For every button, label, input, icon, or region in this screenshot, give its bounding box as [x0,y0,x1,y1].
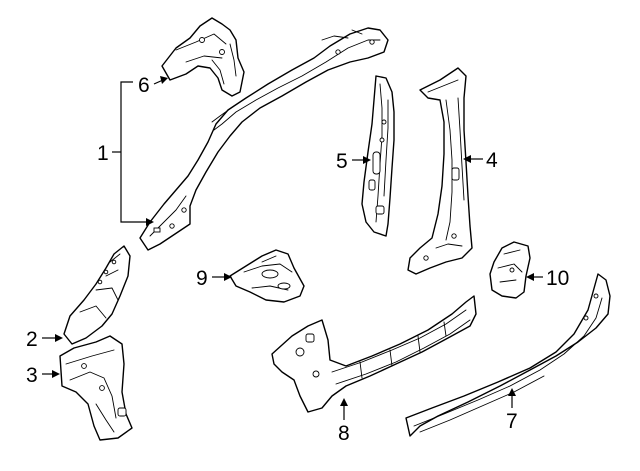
callout-1: 1 [97,81,154,226]
callout-3: 3 [26,364,60,387]
callout-10: 10 [526,267,569,290]
callout-6: 6 [138,74,168,97]
part-10-reinforcement [489,241,531,299]
callout-8: 8 [338,398,350,445]
svg-text:2: 2 [26,328,38,351]
svg-text:4: 4 [486,149,498,172]
part-8-inner-rocker [271,295,477,413]
part-9-bracket [229,249,305,303]
svg-text:8: 8 [338,422,350,445]
svg-text:7: 7 [506,410,518,433]
callout-2: 2 [26,328,63,351]
part-5-pillar-reinforcement [361,75,395,237]
part-3-hinge-pillar [59,335,133,441]
svg-text:5: 5 [336,150,348,173]
callout-9: 9 [196,267,232,290]
callout-4: 4 [463,149,498,172]
callout-5: 5 [336,150,371,173]
part-2-lower-reinforcement [63,245,131,345]
part-1-pillar-roof-rail [139,27,389,251]
svg-text:1: 1 [97,142,109,165]
svg-text:3: 3 [26,364,38,387]
callout-7: 7 [506,388,518,433]
svg-text:9: 9 [196,267,208,290]
part-6-upper-bracket [161,17,245,97]
svg-text:10: 10 [546,267,569,290]
part-4-pillar-outer [407,67,473,275]
part-7-outer-rocker [405,273,611,437]
svg-text:6: 6 [138,74,150,97]
